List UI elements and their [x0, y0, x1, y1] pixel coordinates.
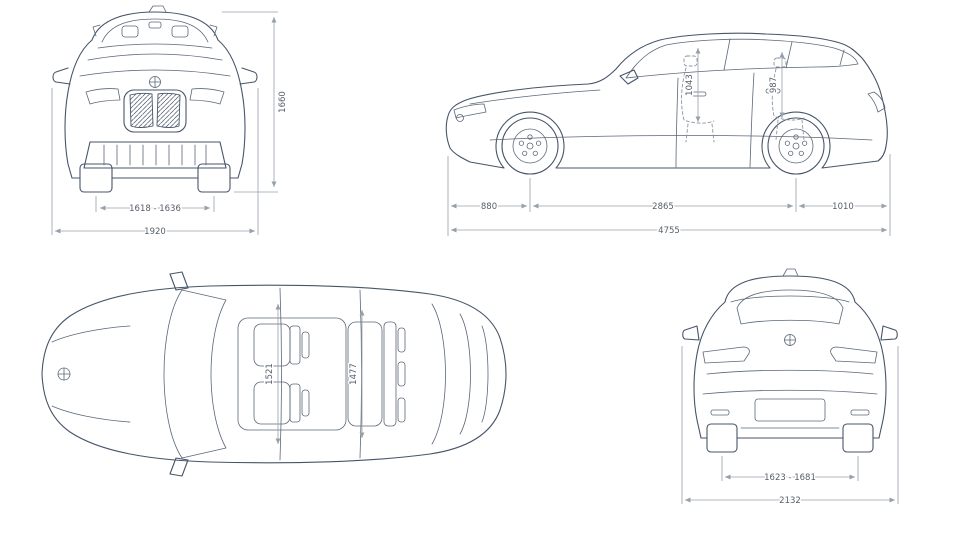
side-view-dimensions: 1043 987 880 2865 1010 4755 — [447, 48, 891, 238]
interior-seats — [681, 55, 805, 143]
dim-rear-interior-width-label: 1477 — [349, 363, 359, 385]
rear-window — [431, 303, 489, 445]
side-view-svg: 1043 987 880 2865 1010 4755 — [445, 32, 891, 238]
front-view-svg: 1660 1618 - 1636 1920 — [51, 5, 290, 239]
top-body-outline — [41, 284, 507, 464]
dim-overall-width-incl-mirrors-label: 2132 — [779, 496, 801, 506]
headlights — [85, 88, 225, 105]
dim-front-headroom-label: 1043 — [685, 74, 695, 96]
dim-overall-height-label: 1660 — [278, 91, 288, 113]
side-view-drawing — [445, 32, 888, 175]
roof-antenna-icon — [782, 268, 799, 277]
top-view-dimensions: 1521 1477 — [264, 304, 365, 444]
dim-front-interior-width-label: 1521 — [265, 363, 275, 385]
taillights — [702, 346, 878, 364]
rear-view-svg: 1623 - 1681 2132 — [681, 268, 899, 508]
kidney-grille-frame — [123, 89, 187, 133]
headlight — [453, 103, 487, 119]
top-view-drawing — [41, 271, 507, 477]
rear-view-dimensions: 1623 - 1681 2132 — [681, 346, 899, 508]
license-plate-recess — [754, 398, 826, 422]
bmw-roundel-icon — [456, 114, 464, 122]
kidney-grille — [129, 92, 181, 128]
glasshouse — [625, 38, 859, 79]
door-mirror — [619, 69, 639, 85]
side-mirrors — [682, 325, 898, 341]
dim-rear-headroom-label: 987 — [769, 77, 779, 93]
panoramic-roof — [237, 317, 347, 431]
interior-seats — [253, 321, 406, 427]
dim-wheelbase-label: 2865 — [652, 202, 674, 212]
side-wheels — [501, 117, 825, 175]
rear-body-outline — [693, 275, 887, 439]
dim-rear-track-label: 1623 - 1681 — [764, 473, 816, 483]
front-view-drawing — [52, 5, 258, 193]
windshield — [163, 289, 227, 459]
side-body-outline — [445, 32, 888, 169]
taillight — [867, 91, 886, 113]
dim-overall-length-label: 4755 — [658, 226, 680, 236]
dim-front-track-label: 1618 - 1636 — [129, 204, 181, 214]
rear-view-drawing — [682, 268, 898, 453]
rear-tires — [706, 423, 874, 453]
windshield — [97, 18, 213, 49]
bmw-roundel-icon — [149, 76, 161, 88]
dim-rear-overhang-label: 1010 — [832, 202, 854, 212]
rear-window — [736, 289, 844, 325]
dim-overall-width-label: 1920 — [144, 227, 166, 237]
side-mirrors — [169, 271, 189, 477]
front-view-dimensions: 1660 1618 - 1636 1920 — [51, 11, 290, 239]
top-view-svg: 1521 1477 — [41, 271, 507, 477]
bmw-roundel-icon — [57, 367, 71, 381]
side-mirrors — [52, 67, 258, 85]
front-body-outline — [64, 11, 246, 179]
dim-front-overhang-label: 880 — [481, 202, 497, 212]
roof-antenna-icon — [148, 5, 167, 13]
lower-intake — [83, 141, 227, 169]
bmw-roundel-icon — [784, 334, 796, 346]
